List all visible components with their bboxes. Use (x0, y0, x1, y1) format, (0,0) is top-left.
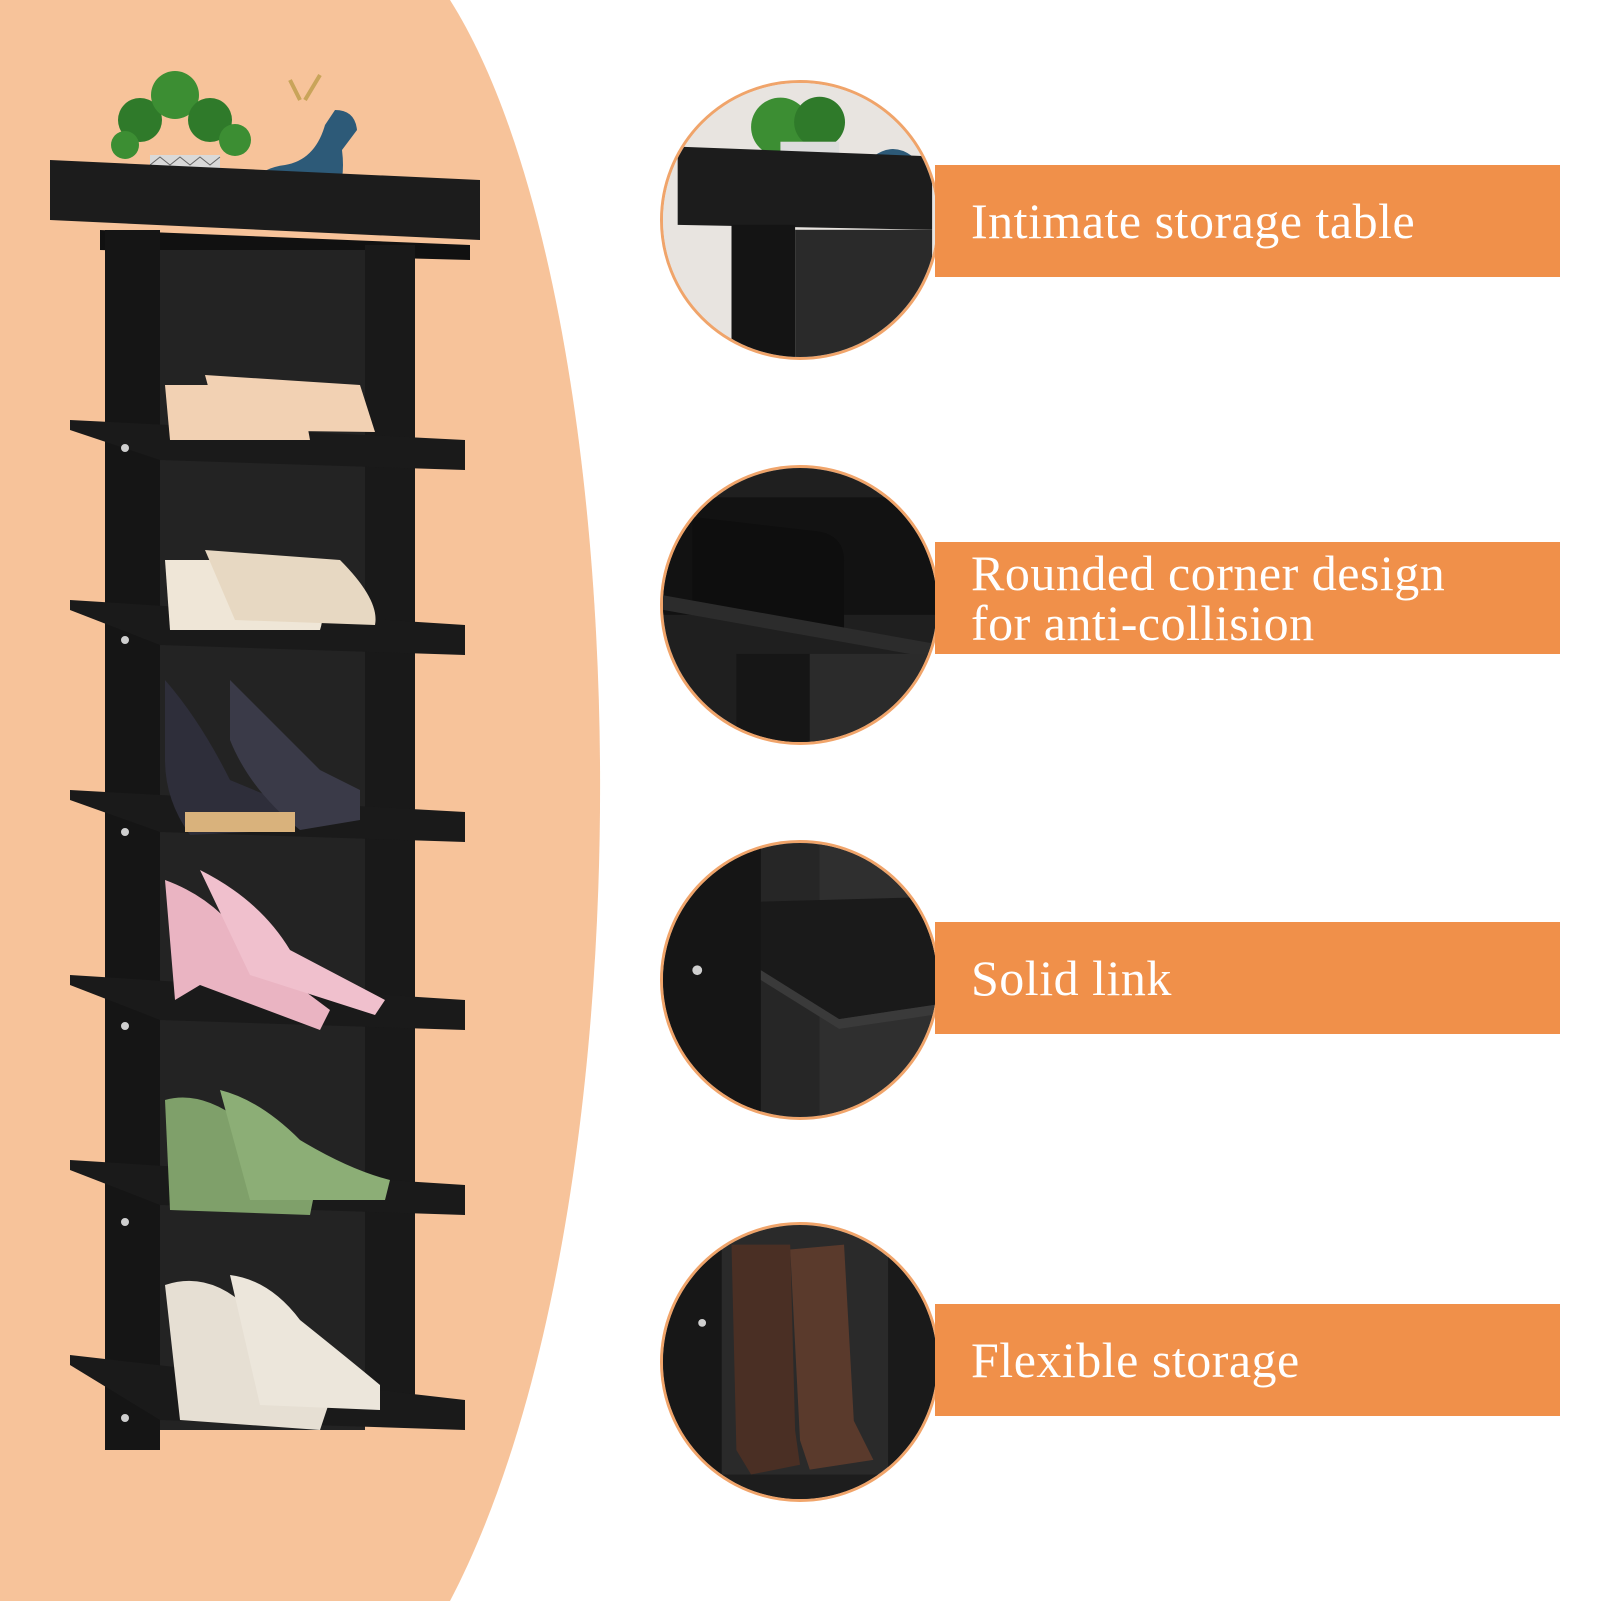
zoom-circle-boots (660, 1222, 940, 1502)
feature-banner: Intimate storage table (935, 165, 1560, 277)
slipper-icon (165, 375, 375, 440)
heel-shoe-icon (165, 870, 385, 1030)
feature-flexible-storage: Flexible storage (660, 1222, 1580, 1512)
feature-storage-table: Intimate storage table (660, 80, 1580, 370)
oxford-shoe-icon (165, 1090, 390, 1215)
feature-text-line: Solid link (971, 950, 1172, 1006)
oxford-shoe-icon (165, 1275, 380, 1430)
feature-text-line: Rounded corner design (971, 545, 1446, 601)
zoom-circle-shelf-joint (660, 840, 940, 1120)
sandal-icon (165, 550, 376, 630)
feature-banner: Solid link (935, 922, 1560, 1034)
feature-banner: Rounded corner design for anti-collision (935, 542, 1560, 654)
feature-banner: Flexible storage (935, 1304, 1560, 1416)
wedge-shoe-icon (165, 680, 360, 835)
zoom-circle-rounded-corner (660, 465, 940, 745)
feature-text-line: Intimate storage table (971, 193, 1416, 249)
shoe-rack-image (50, 71, 480, 1450)
feature-text-line: for anti-collision (971, 595, 1315, 651)
feature-solid-link: Solid link (660, 840, 1580, 1130)
zoom-circle-top-tray (660, 80, 940, 360)
feature-rounded-corner: Rounded corner design for anti-collision (660, 465, 1580, 755)
boot-icon (731, 1244, 874, 1475)
feature-text-line: Flexible storage (971, 1332, 1300, 1388)
